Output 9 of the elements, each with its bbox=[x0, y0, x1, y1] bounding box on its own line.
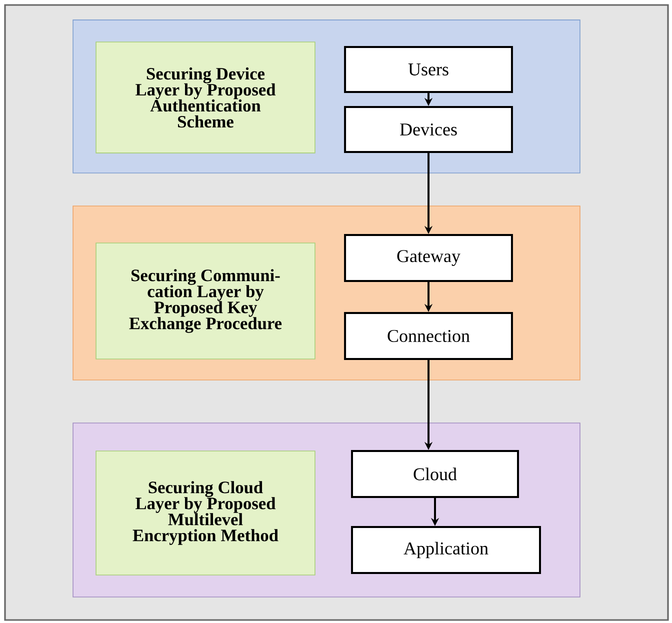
layer-description-box: Securing Device Layer by Proposed Authentication Scheme bbox=[96, 42, 316, 154]
process-box: Users bbox=[344, 46, 513, 94]
process-box: Cloud bbox=[351, 450, 519, 498]
process-box: Connection bbox=[344, 312, 513, 360]
process-box: Gateway bbox=[344, 234, 513, 282]
layer-description-box: Securing Cloud Layer by Proposed Multilevel Encryption Method bbox=[96, 450, 316, 576]
layer-description-box: Securing Communi-cation Layer by Proposed Key Exchange Procedure bbox=[96, 242, 316, 360]
process-box: Devices bbox=[344, 106, 513, 154]
process-box: Application bbox=[351, 526, 541, 574]
